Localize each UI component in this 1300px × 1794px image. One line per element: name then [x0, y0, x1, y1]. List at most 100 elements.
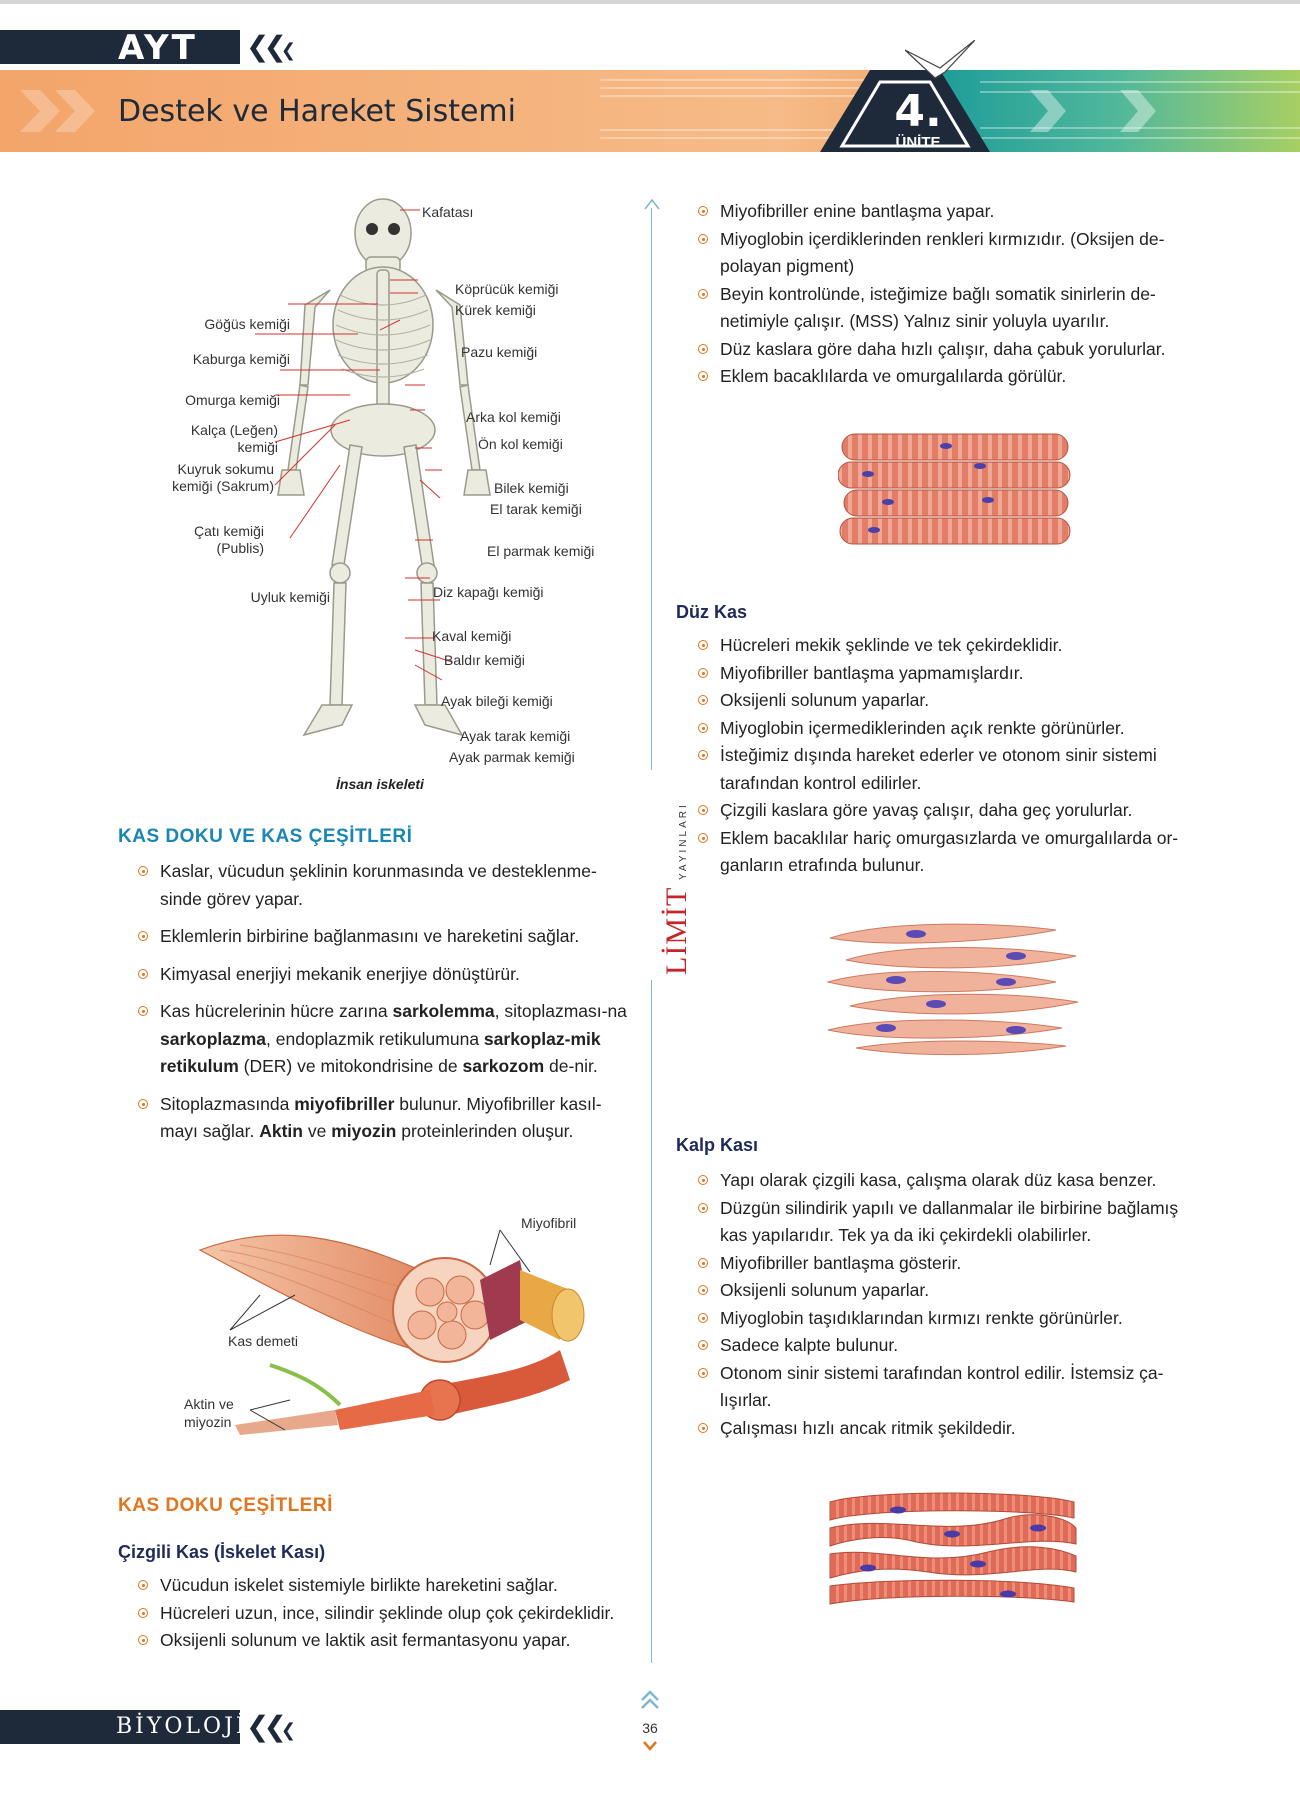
cardiac-muscle-illustration [829, 1492, 1077, 1605]
term-aktin: Aktin [259, 1121, 303, 1141]
striated-muscle-illustration [838, 433, 1071, 545]
label-cati-1: Çatı kemiği [193, 523, 264, 539]
list-item: Çizgili kaslara göre yavaş çalışır, daha… [696, 797, 1196, 825]
unit-number: 4. [894, 86, 942, 137]
list-item: Düzgün silindirik yapılı ve dallanmalar … [696, 1195, 1196, 1250]
list-item: Miyofibriller bantlaşma gösterir. [696, 1250, 1196, 1278]
text: (DER) ve mitokondrisine de [238, 1056, 463, 1076]
cizgili-list-right: Miyofibriller enine bantlaşma yapar. Miy… [696, 198, 1196, 391]
label-gogus: Göğüs kemiği [204, 316, 290, 332]
kalp-kasi-list: Yapı olarak çizgili kasa, çalışma olarak… [696, 1167, 1196, 1442]
label-kurek: Kürek kemiği [455, 302, 536, 318]
list-item: Çalışması hızlı ancak ritmik şekildedir. [696, 1415, 1196, 1443]
term-miyozin: miyozin [331, 1121, 397, 1141]
subheading-cizgili: Çizgili Kas (İskelet Kası) [118, 1542, 326, 1562]
term-sarkoplazma: sarkoplazma [160, 1028, 267, 1049]
list-item: Kaslar, vücudun şeklinin korunmasında ve… [136, 858, 632, 913]
term-sarkolemma: sarkolemma [392, 1001, 495, 1021]
list-item: Oksijenli solunum yaparlar. [696, 1277, 1196, 1305]
list-item: Eklem bacaklılar hariç omurgasızlarda ve… [696, 825, 1196, 880]
list-item: Miyoglobin içerdiklerinden renkleri kırm… [696, 226, 1196, 281]
list-item: Oksijenli solunum yaparlar. [696, 687, 1196, 715]
list-item: Hücreleri uzun, ince, silindir şeklinde … [136, 1600, 636, 1628]
list-item: Eklemlerin birbirine bağlanmasını ve har… [136, 923, 632, 951]
label-bilek: Bilek kemiği [494, 480, 569, 496]
text: de-nir. [544, 1056, 598, 1076]
text: , sitoplazması-na [494, 1001, 627, 1021]
label-ayak-bilegi: Ayak bileği kemiği [441, 693, 553, 709]
muscle-structure-illustration [198, 1234, 585, 1435]
publisher-logo: LİMİT [660, 886, 693, 975]
list-item: Otonom sinir sistemi tarafından kontrol … [696, 1360, 1196, 1415]
label-ayak-parmak: Ayak parmak kemiği [449, 749, 575, 765]
list-item: Oksijenli solunum ve laktik asit fermant… [136, 1627, 636, 1655]
muscle-leader-lines [229, 1229, 531, 1431]
publisher-sub: YAYINLARI [678, 802, 689, 880]
list-item: Kimyasal enerjiyi mekanik enerjiye dönüş… [136, 961, 632, 989]
exam-label: AYT [118, 28, 198, 68]
skeleton-illustration [277, 198, 491, 737]
cizgili-list-left: Vücudun iskelet sistemiyle birlikte hare… [136, 1572, 636, 1655]
label-diz-kapagi: Diz kapağı kemiği [433, 584, 544, 600]
list-item: Sadece kalpte bulunur. [696, 1332, 1196, 1360]
list-item: Miyofibriller enine bantlaşma yapar. [696, 198, 1196, 226]
term-miyofibriller: miyofibriller [294, 1093, 395, 1114]
label-kuyruk-1: Kuyruk sokumu [177, 461, 274, 477]
list-item: Vücudun iskelet sistemiyle birlikte hare… [136, 1572, 636, 1600]
label-aktin-1: Aktin ve [184, 1396, 234, 1412]
label-kopruucuk: Köprücük kemiği [455, 281, 559, 297]
term-sarkoplazmik-retikulum: sarkoplaz-mik retikulum [160, 1028, 601, 1077]
chevron-down-icon [643, 1741, 657, 1751]
duz-kas-list: Hücreleri mekik şeklinde ve tek çekirdek… [696, 632, 1196, 880]
text: Kas hücrelerinin hücre zarına [160, 1001, 393, 1021]
list-item: Düz kaslara göre daha hızlı çalışır, dah… [696, 336, 1196, 364]
label-aktin-2: miyozin [184, 1414, 232, 1430]
label-kafatasi: Kafatası [422, 204, 474, 220]
label-kuyruk-2: kemiği (Sakrum) [172, 478, 274, 494]
chevron-up-icon [641, 1690, 659, 1709]
page-number: 36 [642, 1720, 658, 1736]
list-item: İsteğimiz dışında hareket ederler ve oto… [696, 742, 1196, 797]
chevron-left-icon: ❮❮❮ [246, 1711, 296, 1742]
subheading-kalp-kasi: Kalp Kası [676, 1135, 759, 1155]
term-sarkozom: sarkozom [462, 1056, 545, 1076]
origami-bird-icon [905, 40, 975, 79]
label-kaburga: Kaburga kemiği [192, 351, 290, 367]
text: ve [302, 1121, 332, 1141]
list-item: Miyoglobin taşıdıklarından kırmızı renkt… [696, 1305, 1196, 1333]
arrow-up-icon [644, 198, 660, 210]
list-item: Hücreleri mekik şeklinde ve tek çekirdek… [696, 632, 1196, 660]
label-arka-kol: Arka kol kemiği [466, 409, 561, 425]
list-item: Miyoglobin içermediklerinden açık renkte… [696, 715, 1196, 743]
label-kaval: Kaval kemiği [432, 628, 512, 644]
label-kalca-2: kemiği [237, 439, 278, 455]
smooth-muscle-illustration [827, 923, 1079, 1056]
footer-bar [0, 1710, 240, 1744]
label-ayak-tarak: Ayak tarak kemiği [460, 728, 571, 744]
label-baldir: Baldır kemiği [444, 652, 525, 668]
skeleton-caption: İnsan iskeleti [336, 776, 424, 792]
label-omurga: Omurga kemiği [185, 392, 280, 408]
list-item: Kas hücrelerinin hücre zarına sarkolemma… [136, 998, 632, 1081]
kas-doku-list: Kaslar, vücudun şeklinin korunmasında ve… [136, 858, 632, 1146]
unit-title: Destek ve Hareket Sistemi [118, 94, 516, 129]
label-pazu: Pazu kemiği [461, 344, 538, 360]
top-rule [0, 0, 1300, 4]
text: , endoplazmik retikulumuna [266, 1028, 484, 1049]
list-item: Yapı olarak çizgili kasa, çalışma olarak… [696, 1167, 1196, 1195]
label-cati-2: (Publis) [216, 540, 264, 556]
divider-gap [646, 770, 658, 980]
list-item: Sitoplazmasında miyofibriller bulunur. M… [136, 1091, 632, 1146]
text: proteinlerinden oluşur. [396, 1121, 574, 1141]
footer-subject: BİYOLOJİ [116, 1714, 248, 1739]
label-uyluk: Uyluk kemiği [250, 589, 330, 605]
text: bulunur. Miyofibriller kasıl-mayı sağlar… [160, 1093, 602, 1142]
label-on-kol: Ön kol kemiği [478, 436, 563, 452]
unit-word: ÜNİTE [895, 134, 941, 151]
label-kalca-1: Kalça (Leğen) [190, 422, 278, 438]
skeleton-leader-lines [255, 209, 453, 681]
subheading-duz-kas: Düz Kas [676, 602, 748, 622]
label-miyofibril: Miyofibril [521, 1215, 577, 1231]
heading-kas-doku: KAS DOKU VE KAS ÇEŞİTLERİ [118, 826, 413, 847]
heading-kas-cesitleri: KAS DOKU ÇEŞİTLERİ [118, 1495, 333, 1516]
